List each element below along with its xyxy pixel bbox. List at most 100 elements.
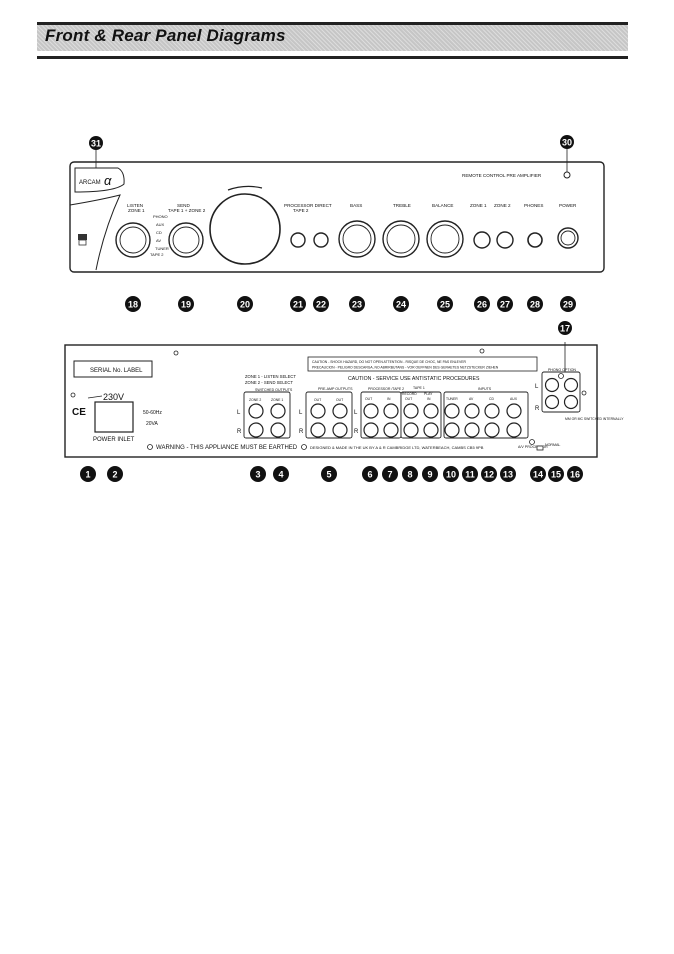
zone1-button[interactable] [473,231,491,249]
label-power: POWER [559,203,577,208]
rear-screw-3 [70,392,76,398]
proc-in-right-socket[interactable] [383,422,399,438]
front-panel: ARCAM α REMOTE CONTROL PRE AMPLIFIER LIS… [69,148,605,273]
label-balance: BALANCE [432,203,453,208]
label-zone1: ZONE 1 [470,203,487,208]
label-zone2: ZONE 2 [494,203,511,208]
callout-11-marker [462,466,478,482]
proc-in-left-socket[interactable] [383,403,399,419]
tape1-play-left-socket[interactable] [423,403,439,419]
play-label: PLAY [424,392,433,396]
callout-26: 26 [477,300,487,310]
phono-left-socket-a[interactable] [544,377,560,393]
switched-right-label: R [237,429,242,435]
zone2-button[interactable] [496,231,514,249]
callout-1: 1 [85,470,90,480]
phono-ground-terminal[interactable] [558,373,564,379]
phono-left-label: L [535,384,539,390]
phono-right-socket-a[interactable] [544,394,560,410]
tape2-button[interactable] [313,232,329,248]
source-tape2: TAPE 2 [150,252,164,257]
rating-label: 20VA [146,421,159,427]
earth-warning: WARNING - THIS APPLIANCE MUST BE EARTHED [156,445,298,451]
av-label: AV [469,397,474,401]
designed-label: DESIGNED & MADE IN THE UK BY A & R CAMBR… [310,445,484,450]
callout-24-marker [393,296,409,312]
callout-22: 22 [316,300,326,310]
callout-4: 4 [278,470,283,480]
av-left-socket[interactable] [464,403,480,419]
inputs-label: INPUTS [478,387,492,391]
voltage-label: 230V [103,392,124,402]
phones-jack[interactable] [527,232,543,248]
brand-name: ARCAM [79,180,101,186]
proc-out-left-socket[interactable] [363,403,379,419]
preamp-out1-left-socket[interactable] [310,403,326,419]
mm-mc-note: MM OR MC SWITCHED INTERNALLY [565,417,624,421]
caution-box [307,356,538,372]
balance-knob[interactable] [426,220,464,258]
proc-out-right-socket[interactable] [363,422,379,438]
av-processor-switch[interactable] [536,445,544,451]
av-processor-label: A/V PROCESSOR [518,445,548,449]
zone1-out-right-socket[interactable] [270,422,286,438]
source-list: PHONO AUX CD AV TUNER TAPE 2 [150,214,169,257]
tuner-right-socket[interactable] [444,422,460,438]
cd-right-socket[interactable] [484,422,500,438]
rear-panel: SERIAL No. LABEL 230V CE POWER INLET 50-… [64,342,624,458]
preamp-right-label: R [299,429,304,435]
preamp-out1-right-socket[interactable] [310,422,326,438]
preamp-out2-right-socket[interactable] [332,422,348,438]
callout-9: 9 [427,470,432,480]
treble-knob[interactable] [382,220,420,258]
aux-right-socket[interactable] [506,422,522,438]
proc-in-label: IN [387,397,391,401]
callout-10-marker [443,466,459,482]
phono-right-socket-b[interactable] [563,394,579,410]
cd-label: CD [489,397,494,401]
callout-18: 18 [128,300,138,310]
callout-7-marker [382,466,398,482]
normal-label: NORMAL [545,443,560,447]
tape1-rec-right-socket[interactable] [403,422,419,438]
tape1-play-right-socket[interactable] [423,422,439,438]
remote-sensor-logo-base [78,239,87,246]
header-rule [37,56,628,59]
zone2-out-right-socket[interactable] [248,422,264,438]
preamp-outputs-label: PRE-AMP OUTPUTS [318,387,353,391]
callout-29: 29 [563,300,573,310]
callout-8: 8 [407,470,412,480]
bass-knob[interactable] [338,220,376,258]
front-panel-outline [69,161,605,273]
tape1-rec-left-socket[interactable] [403,403,419,419]
rear-screw-4 [581,390,587,396]
callout-12-marker [481,466,497,482]
phono-left-socket-b[interactable] [563,377,579,393]
processor-direct-button[interactable] [290,232,306,248]
caution-antistatic: CAUTION - SERVICE USE ANTISTATIC PROCEDU… [348,376,480,382]
send-knob[interactable] [168,222,204,258]
cd-left-socket[interactable] [484,403,500,419]
source-cd: CD [156,230,162,235]
callout-18-marker [125,296,141,312]
rear-screw-6 [529,439,535,445]
zone2-out-left-socket[interactable] [248,403,264,419]
zone-select-2: ZONE 2 - SEND SELECT [245,380,293,385]
preamp-out2-left-socket[interactable] [332,403,348,419]
volume-knob[interactable] [209,185,281,265]
callout-16-marker [567,466,583,482]
aux-left-socket[interactable] [506,403,522,419]
power-button[interactable] [557,227,579,249]
record-label: RECORD [402,392,417,396]
power-inlet-socket[interactable] [94,401,134,433]
callout-20: 20 [240,300,250,310]
callout-26-marker [474,296,490,312]
listen-knob[interactable] [115,222,151,258]
remote-sensor-logo [78,234,87,240]
ce-mark: CE [72,407,86,418]
zone1-out-left-socket[interactable] [270,403,286,419]
tuner-label: TUNER [446,397,458,401]
av-right-socket[interactable] [464,422,480,438]
tuner-left-socket[interactable] [444,403,460,419]
proc-left-label: L [354,410,358,416]
